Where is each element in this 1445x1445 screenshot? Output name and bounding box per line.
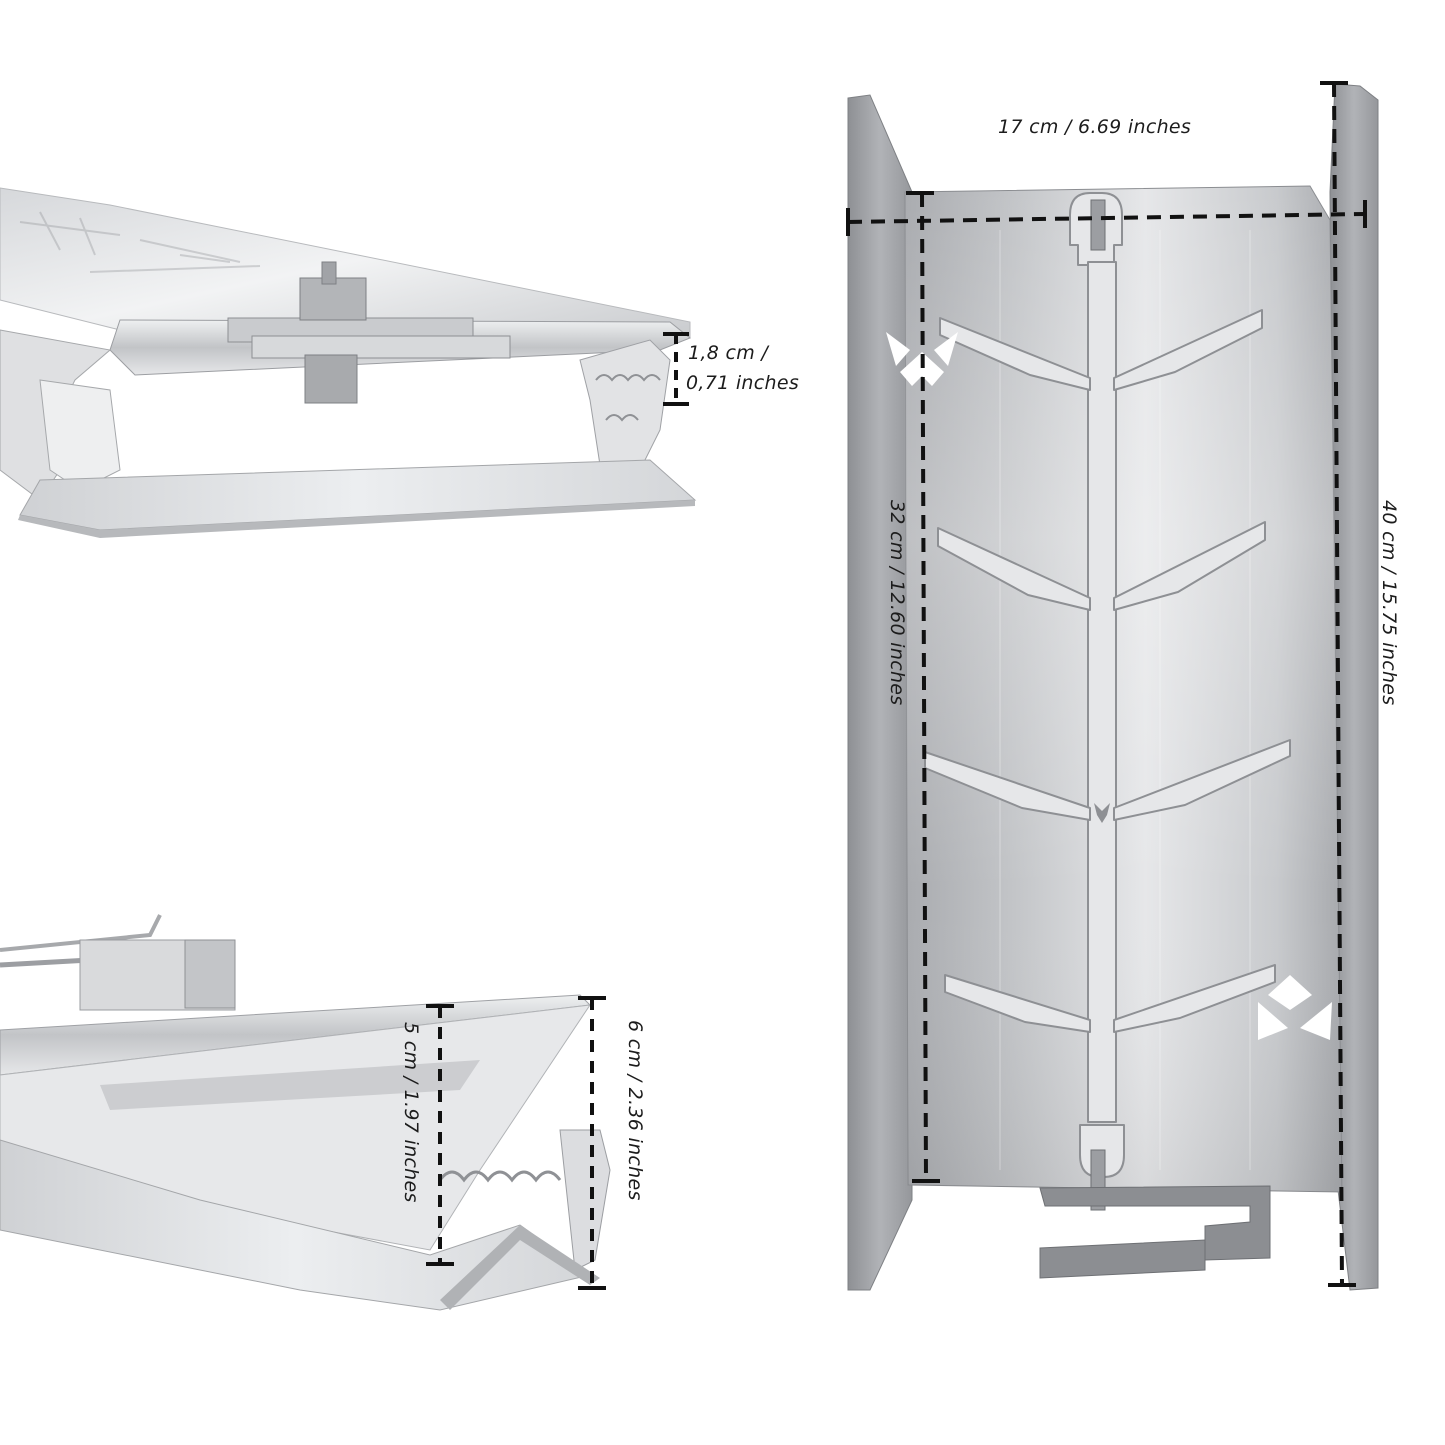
logo-mark-right [1258, 975, 1332, 1040]
dim-label-bottom-outer-height: 6 cm / 2.36 inches [624, 1020, 646, 1201]
dim-label-main-outer-length: 40 cm / 15.75 inches [1378, 500, 1400, 706]
dim-label-top-left-height-line1: 1,8 cm / [688, 342, 769, 364]
dim-line-main-inner-length [906, 191, 940, 1183]
top-left-end-view [0, 187, 697, 538]
logo-mark-left [886, 332, 958, 386]
dim-line-main-outer-length [1320, 81, 1356, 1287]
right-top-view [846, 81, 1379, 1291]
bottom-left-side-view [0, 914, 611, 1311]
dim-label-main-width: 17 cm / 6.69 inches [998, 116, 1192, 138]
dim-line-bottom-outer-height [578, 996, 606, 1290]
dim-line-bottom-inner-height [426, 1004, 454, 1266]
dim-line-top-left-height [663, 332, 689, 406]
dim-label-main-inner-length: 32 cm / 12.60 inches [886, 500, 908, 706]
dim-label-bottom-inner-height: 5 cm / 1.97 inches [400, 1022, 422, 1203]
dim-line-main-width [846, 200, 1367, 236]
dim-label-top-left-height-line2: 0,71 inches [686, 372, 800, 394]
